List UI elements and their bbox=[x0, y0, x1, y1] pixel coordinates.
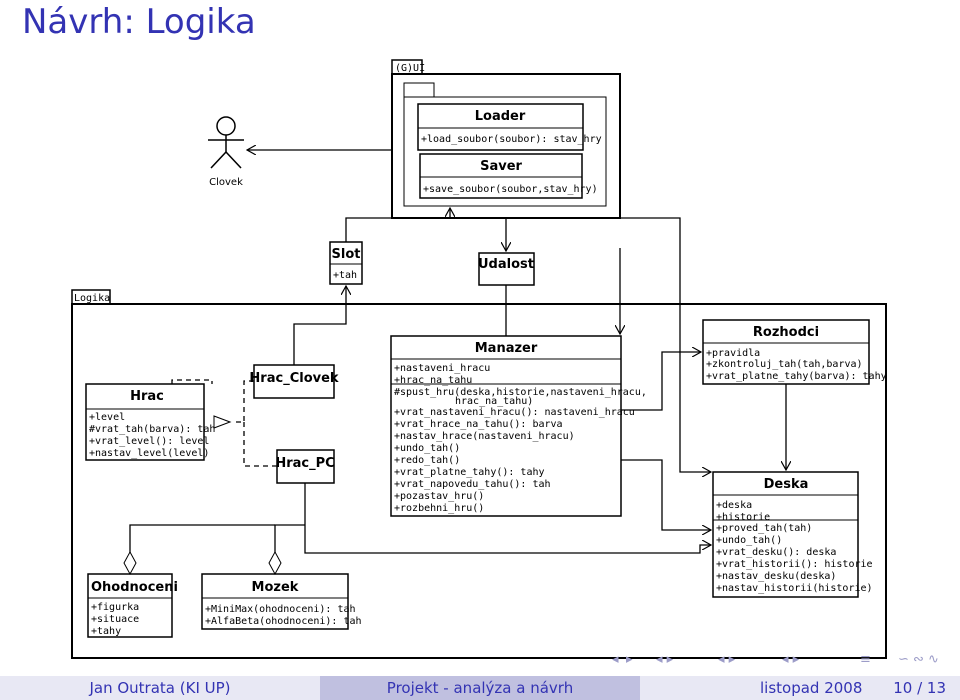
actor-label: Clovek bbox=[209, 177, 243, 188]
manazer-member: +vrat_hrace_na_tahu(): barva bbox=[394, 419, 563, 430]
manazer-name: Manazer bbox=[475, 341, 538, 356]
footer-topic: Projekt - analýza a návrh bbox=[320, 676, 640, 700]
footer-author: Jan Outrata (KI UP) bbox=[0, 676, 320, 700]
edge-manazer-deska bbox=[621, 459, 711, 530]
hrac-name: Hrac bbox=[130, 389, 164, 404]
manazer-member: +pozastav_hru() bbox=[394, 491, 484, 502]
manazer-member: #spust_hru(deska,historie,nastaveni_hrac… bbox=[394, 387, 647, 398]
deska-member: +vrat_historii(): historie bbox=[716, 559, 873, 570]
hrac-member: #vrat_tah(barva): tah bbox=[89, 424, 215, 435]
slot-member: +tah bbox=[333, 270, 357, 281]
hrac-member: +level bbox=[89, 412, 125, 423]
rozhodci-member: +vrat_platne_tahy(barva): tahy bbox=[706, 371, 887, 382]
class-saver: Saver +save_soubor(soubor,stav_hry) bbox=[419, 153, 598, 199]
connectors bbox=[129, 150, 786, 574]
hrac-clovek-name: Hrac_Clovek bbox=[249, 371, 338, 386]
actor-clovek bbox=[208, 116, 244, 169]
class-loader: Loader +load_soubor(soubor): stav_hry bbox=[417, 103, 602, 151]
rozhodci-name: Rozhodci bbox=[753, 325, 819, 340]
loader-member: +load_soubor(soubor): stav_hry bbox=[421, 134, 602, 145]
logika-package-label: Logika bbox=[74, 293, 110, 304]
diamond-ohodnoceni bbox=[123, 550, 137, 576]
footer-page: 10 / 13 bbox=[893, 679, 946, 697]
hrac-member: +nastav_level(level) bbox=[89, 448, 209, 459]
slot-name: Slot bbox=[332, 247, 361, 262]
manazer-member: hrac_na_tahu) bbox=[455, 396, 533, 407]
saver-member: +save_soubor(soubor,stav_hry) bbox=[423, 184, 598, 195]
class-mozek: Mozek +MiniMax(ohodnoceni): tah +AlfaBet… bbox=[201, 573, 362, 630]
class-deska: Deska +deska +historie +proved_tah(tah) … bbox=[712, 471, 873, 598]
manazer-member: +nastaveni_hracu bbox=[394, 363, 490, 374]
nav-prev-icon[interactable]: ▸ bbox=[626, 652, 633, 667]
hrac-member: +vrat_level(): level bbox=[89, 436, 209, 447]
edge-clovek-slot bbox=[293, 286, 346, 365]
manazer-member: +hrac_na_tahu bbox=[394, 375, 472, 386]
edge-gui-deska bbox=[593, 217, 711, 472]
manazer-member: +vrat_nastaveni_hracu(): nastaveni_hracu bbox=[394, 407, 635, 418]
nav-frame-icon[interactable]: ◂ ▸ bbox=[656, 652, 674, 667]
mozek-name: Mozek bbox=[252, 580, 299, 595]
deska-member: +proved_tah(tah) bbox=[716, 523, 812, 534]
gui-package-label: (G)UI bbox=[395, 63, 425, 74]
class-hrac-pc: Hrac_PC bbox=[275, 449, 335, 484]
logika-package: Logika bbox=[71, 289, 887, 659]
edge-ohodnoceni-pc bbox=[129, 524, 275, 574]
saver-name: Saver bbox=[480, 159, 522, 174]
nav-subsection-icon[interactable]: ◂ ▸ bbox=[782, 652, 800, 667]
generalization-arrow bbox=[213, 415, 232, 429]
deska-member: +deska bbox=[716, 500, 752, 511]
class-rozhodci: Rozhodci +pravidla +zkontroluj_tah(tah,b… bbox=[702, 319, 887, 385]
nav-section-icon[interactable]: ◂ ▸ bbox=[718, 652, 736, 667]
ohodnoceni-name: Ohodnoceni bbox=[91, 580, 178, 595]
beamer-navigation: ◂ ▸ ◂ ▸ ◂ ▸ ◂ ▸ ≡ ∽ ∾ ∿ bbox=[612, 652, 952, 672]
ohodnoceni-member: +figurka bbox=[91, 602, 139, 613]
edge-manazer-rozhodci bbox=[621, 352, 701, 411]
udalost-name: Udalost bbox=[478, 257, 534, 272]
edge-pc-deska bbox=[304, 483, 711, 554]
hrac-pc-name: Hrac_PC bbox=[275, 456, 334, 471]
slide-title: Návrh: Logika bbox=[22, 2, 256, 42]
generalization bbox=[171, 379, 277, 467]
deska-member: +historie bbox=[716, 512, 770, 523]
class-manazer: Manazer +nastaveni_hracu +hrac_na_tahu #… bbox=[390, 335, 647, 517]
footer-right: listopad 2008 10 / 13 bbox=[640, 676, 960, 700]
deska-member: +undo_tah() bbox=[716, 535, 782, 546]
class-hrac-clovek: Hrac_Clovek bbox=[249, 364, 339, 399]
edge-slot-gui bbox=[345, 208, 450, 242]
nav-align-icon[interactable]: ≡ bbox=[860, 652, 871, 667]
deska-member: +nastav_desku(deska) bbox=[716, 571, 836, 582]
manazer-member: +vrat_platne_tahy(): tahy bbox=[394, 467, 545, 478]
manazer-member: +undo_tah() bbox=[394, 443, 460, 454]
deska-member: +nastav_historii(historie) bbox=[716, 583, 873, 594]
class-ohodnoceni: Ohodnoceni +figurka +situace +tahy bbox=[87, 573, 178, 638]
footer-date: listopad 2008 bbox=[760, 679, 863, 697]
manazer-member: +nastav_hrace(nastaveni_hracu) bbox=[394, 431, 575, 442]
uml-diagram: (G)UI Loader +load_soubor(soubor): stav_… bbox=[71, 59, 887, 659]
nav-find-icon[interactable]: ∽ ∾ ∿ bbox=[898, 652, 939, 667]
rozhodci-member: +pravidla bbox=[706, 348, 760, 359]
nav-first-icon[interactable]: ◂ bbox=[612, 652, 619, 667]
loader-name: Loader bbox=[475, 109, 526, 124]
class-udalost: Udalost bbox=[478, 252, 535, 286]
mozek-member: +AlfaBeta(ohodnoceni): tah bbox=[205, 616, 362, 627]
diamond-mozek bbox=[268, 550, 282, 576]
manazer-member: +redo_tah() bbox=[394, 455, 460, 466]
ohodnoceni-member: +situace bbox=[91, 614, 139, 625]
manazer-member: +vrat_napovedu_tahu(): tah bbox=[394, 479, 551, 490]
class-hrac: Hrac +level #vrat_tah(barva): tah +vrat_… bbox=[85, 383, 215, 461]
rozhodci-member: +zkontroluj_tah(tah,barva) bbox=[706, 359, 863, 370]
class-slot: Slot +tah bbox=[329, 241, 363, 285]
manazer-member: +rozbehni_hru() bbox=[394, 503, 484, 514]
deska-name: Deska bbox=[764, 477, 809, 492]
footer: Jan Outrata (KI UP) Projekt - analýza a … bbox=[0, 676, 960, 700]
deska-member: +vrat_desku(): deska bbox=[716, 547, 836, 558]
mozek-member: +MiniMax(ohodnoceni): tah bbox=[205, 604, 356, 615]
ohodnoceni-member: +tahy bbox=[91, 626, 121, 637]
